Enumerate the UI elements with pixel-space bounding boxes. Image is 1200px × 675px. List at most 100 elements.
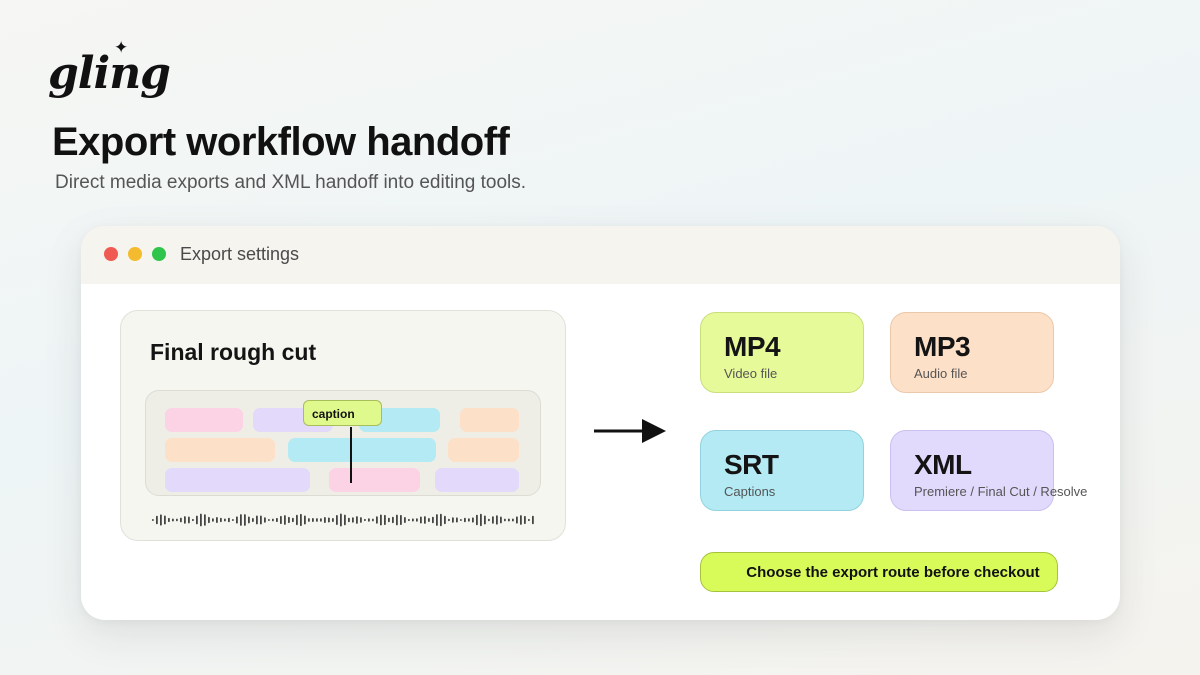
waveform-bar — [192, 518, 194, 522]
waveform-bar — [188, 516, 190, 524]
waveform-bar — [176, 518, 178, 522]
waveform-bar — [484, 515, 486, 525]
preview-title: Final rough cut — [150, 339, 317, 365]
timeline-clip — [165, 468, 310, 492]
timeline-clip — [165, 438, 275, 462]
waveform-bar — [228, 517, 230, 523]
waveform-bar — [332, 517, 334, 523]
waveform-bar — [396, 514, 398, 526]
waveform-bar — [180, 517, 182, 523]
export-format-description: Captions — [724, 484, 776, 499]
waveform-bar — [284, 515, 286, 525]
waveform-bar — [172, 518, 174, 522]
waveform-bar — [260, 515, 262, 525]
waveform-bar — [340, 513, 342, 527]
arrow-right-icon — [594, 419, 666, 443]
waveform-bar — [224, 518, 226, 522]
waveform-bar — [432, 516, 434, 524]
timeline-clip — [448, 438, 519, 462]
waveform-bar — [304, 515, 306, 525]
waveform-bar — [220, 517, 222, 523]
waveform-bar — [296, 514, 298, 526]
waveform-bar — [156, 515, 158, 525]
choose-export-route-button[interactable]: Choose the export route before checkout — [700, 552, 1058, 592]
waveform-bar — [288, 516, 290, 524]
export-option-mp4[interactable]: MP4 Video file — [700, 312, 864, 393]
timeline: caption — [145, 390, 541, 496]
waveform-bar — [496, 515, 498, 525]
maximize-window-dot[interactable] — [152, 247, 166, 261]
waveform-bar — [360, 517, 362, 523]
waveform-bar — [524, 515, 526, 525]
waveform-bar — [216, 516, 218, 524]
waveform-bar — [480, 513, 482, 527]
waveform-bar — [468, 518, 470, 522]
waveform-bar — [356, 516, 358, 524]
waveform-bar — [160, 514, 162, 526]
waveform-bar — [328, 517, 330, 523]
export-format-description: Audio file — [914, 366, 968, 381]
waveform-bar — [312, 517, 314, 523]
rough-cut-preview-card: Final rough cut caption — [120, 310, 566, 541]
waveform-bar — [404, 517, 406, 523]
timeline-clip — [288, 438, 436, 462]
waveform-bar — [512, 518, 514, 522]
waveform-bar — [200, 513, 202, 527]
waveform-bar — [348, 517, 350, 523]
waveform-bar — [212, 518, 214, 522]
waveform-bar — [464, 517, 466, 523]
close-window-dot[interactable] — [104, 247, 118, 261]
export-format-label: MP3 — [914, 331, 971, 362]
waveform-bar — [236, 516, 238, 524]
waveform-bar — [300, 513, 302, 527]
waveform-bar — [428, 517, 430, 523]
waveform-bar — [320, 518, 322, 522]
waveform-bar — [504, 518, 506, 522]
window-title: Export settings — [180, 244, 300, 264]
waveform-bar — [208, 516, 210, 524]
waveform-bar — [244, 514, 246, 526]
sparkle-icon: ✦ — [114, 38, 129, 57]
waveform-bar — [164, 515, 166, 525]
caption-tag: caption — [303, 400, 382, 426]
waveform-bar — [292, 517, 294, 523]
playhead[interactable] — [350, 427, 352, 483]
waveform-bar — [252, 517, 254, 523]
export-option-mp3[interactable]: MP3 Audio file — [890, 312, 1054, 393]
waveform-bar — [388, 517, 390, 523]
timeline-clip — [329, 468, 420, 492]
waveform-bar — [196, 515, 198, 525]
waveform-bar — [508, 518, 510, 522]
waveform-bar — [444, 515, 446, 525]
waveform-bar — [280, 515, 282, 525]
waveform-bar — [324, 516, 326, 524]
minimize-window-dot[interactable] — [128, 247, 142, 261]
waveform-bar — [152, 519, 154, 521]
window-titlebar: Export settings — [81, 226, 1120, 284]
audio-waveform — [152, 513, 534, 527]
waveform-bar — [380, 514, 382, 526]
export-option-xml[interactable]: XML Premiere / Final Cut / Resolve — [890, 430, 1087, 511]
waveform-bar — [420, 516, 422, 524]
waveform-bar — [456, 517, 458, 523]
waveform-bar — [408, 518, 410, 522]
waveform-bar — [352, 517, 354, 523]
waveform-bar — [372, 518, 374, 522]
export-format-description: Video file — [724, 366, 778, 381]
export-format-label: SRT — [724, 449, 779, 480]
waveform-bar — [368, 518, 370, 522]
waveform-bar — [204, 514, 206, 526]
waveform-bar — [488, 518, 490, 522]
export-option-srt[interactable]: SRT Captions — [700, 430, 864, 511]
export-format-label: XML — [914, 449, 972, 480]
waveform-bar — [516, 516, 518, 524]
timeline-clip — [165, 408, 243, 432]
waveform-bar — [184, 516, 186, 524]
waveform-bar — [248, 516, 250, 524]
waveform-bar — [376, 516, 378, 524]
timeline-clip — [435, 468, 519, 492]
waveform-bar — [412, 518, 414, 522]
waveform-bar — [268, 518, 270, 522]
export-format-description: Premiere / Final Cut / Resolve — [914, 484, 1088, 499]
waveform-bar — [460, 518, 462, 522]
